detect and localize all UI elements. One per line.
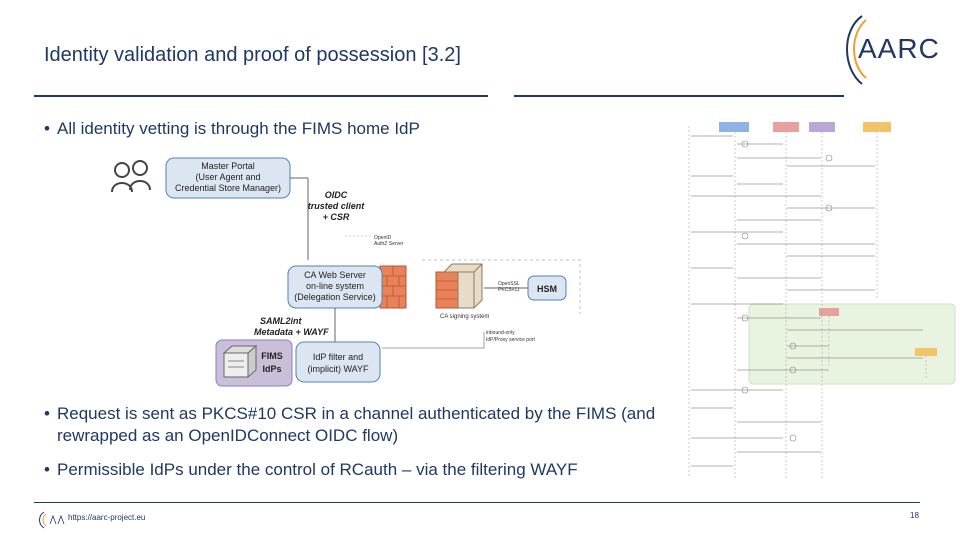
seq-actor-6 <box>819 308 839 316</box>
bullet-permissible-idps: • Permissible IdPs under the control of … <box>44 459 697 481</box>
sequence-diagram-thumbnail <box>688 122 956 478</box>
bullet-request-csr: • Request is sent as PKCS#10 CSR in a ch… <box>44 403 657 447</box>
hsm-label: HSM <box>537 284 557 294</box>
bullet-dot: • <box>44 119 50 138</box>
idp-filter-box <box>295 341 381 383</box>
bullet-text: Permissible IdPs under the control of RC… <box>57 460 578 479</box>
ca-web-server-line1: CA Web Server <box>304 270 366 280</box>
ca-web-server-line2: on-line system <box>306 281 364 291</box>
fims-label-line1: FIMS <box>261 351 283 361</box>
hsm-box <box>527 275 567 301</box>
oidc-label-line1: OIDC <box>325 190 348 200</box>
openssl-label-line1: OpenSSL <box>498 281 520 287</box>
architecture-diagram: Master Portal (User Agent and Credential… <box>111 157 581 387</box>
firewall-icon <box>379 265 407 309</box>
fims-label-line2: IdPs <box>262 364 281 374</box>
saml-label-line1: SAML2int <box>260 316 303 326</box>
idp-filter-line1: IdP filter and <box>313 352 363 362</box>
oidc-label-line2: trusted client <box>308 201 366 211</box>
seq-messages <box>691 135 923 467</box>
aarc-logo <box>846 15 867 85</box>
bullet-identity-vetting: • All identity vetting is through the FI… <box>44 118 420 140</box>
seq-actor-5 <box>915 348 937 356</box>
page-number: 18 <box>910 511 919 520</box>
idp-filter-line2: (implicit) WAYF <box>308 364 369 374</box>
footer-aarc-logo-icon <box>39 511 65 529</box>
title-underline-right <box>514 95 844 97</box>
seq-actor-1 <box>719 122 749 132</box>
inbound-label-line2: IdP/Proxy service port <box>486 337 536 343</box>
saml-label-line2: Metadata + WAYF <box>254 327 329 337</box>
users-icon <box>111 160 151 193</box>
fims-server-icon <box>222 344 258 379</box>
inbound-label-line1: inbound-only <box>486 330 515 336</box>
bullet-text: Request is sent as PKCS#10 CSR in a chan… <box>57 404 656 445</box>
openid-label-line1: OpenID <box>374 235 392 241</box>
aarc-logo-text: AARC <box>858 33 940 64</box>
ca-signing-label: CA signing system <box>440 314 489 320</box>
seq-lifelines <box>688 126 927 478</box>
seq-green-region <box>748 303 956 385</box>
seq-circles <box>741 140 833 442</box>
master-portal-line1: Master Portal <box>201 161 255 171</box>
ca-server-icon <box>435 263 483 309</box>
ca-web-server-line3: (Delegation Service) <box>294 292 376 302</box>
connector-idp-inbound <box>382 332 485 349</box>
master-portal-line2: (User Agent and <box>195 172 260 182</box>
openssl-label-line2: PKCS#11 <box>498 287 520 293</box>
openid-label-line2: AuthZ Server <box>374 241 404 247</box>
title-underline-left <box>34 95 488 97</box>
seq-actor-3 <box>809 122 835 132</box>
ca-signing-boundary <box>422 259 581 314</box>
footer-rule <box>34 502 920 503</box>
seq-actor-2 <box>773 122 799 132</box>
master-portal-line3: Credential Store Manager) <box>175 183 281 193</box>
slide-title: Identity validation and proof of possess… <box>44 44 461 66</box>
bullet-dot: • <box>44 460 50 479</box>
footer-url[interactable]: https://aarc-project.eu <box>68 513 146 522</box>
bullet-dot: • <box>44 404 50 423</box>
seq-actor-4 <box>863 122 891 132</box>
bullet-text: All identity vetting is through the FIMS… <box>57 119 420 138</box>
oidc-label-line3: + CSR <box>323 212 350 222</box>
